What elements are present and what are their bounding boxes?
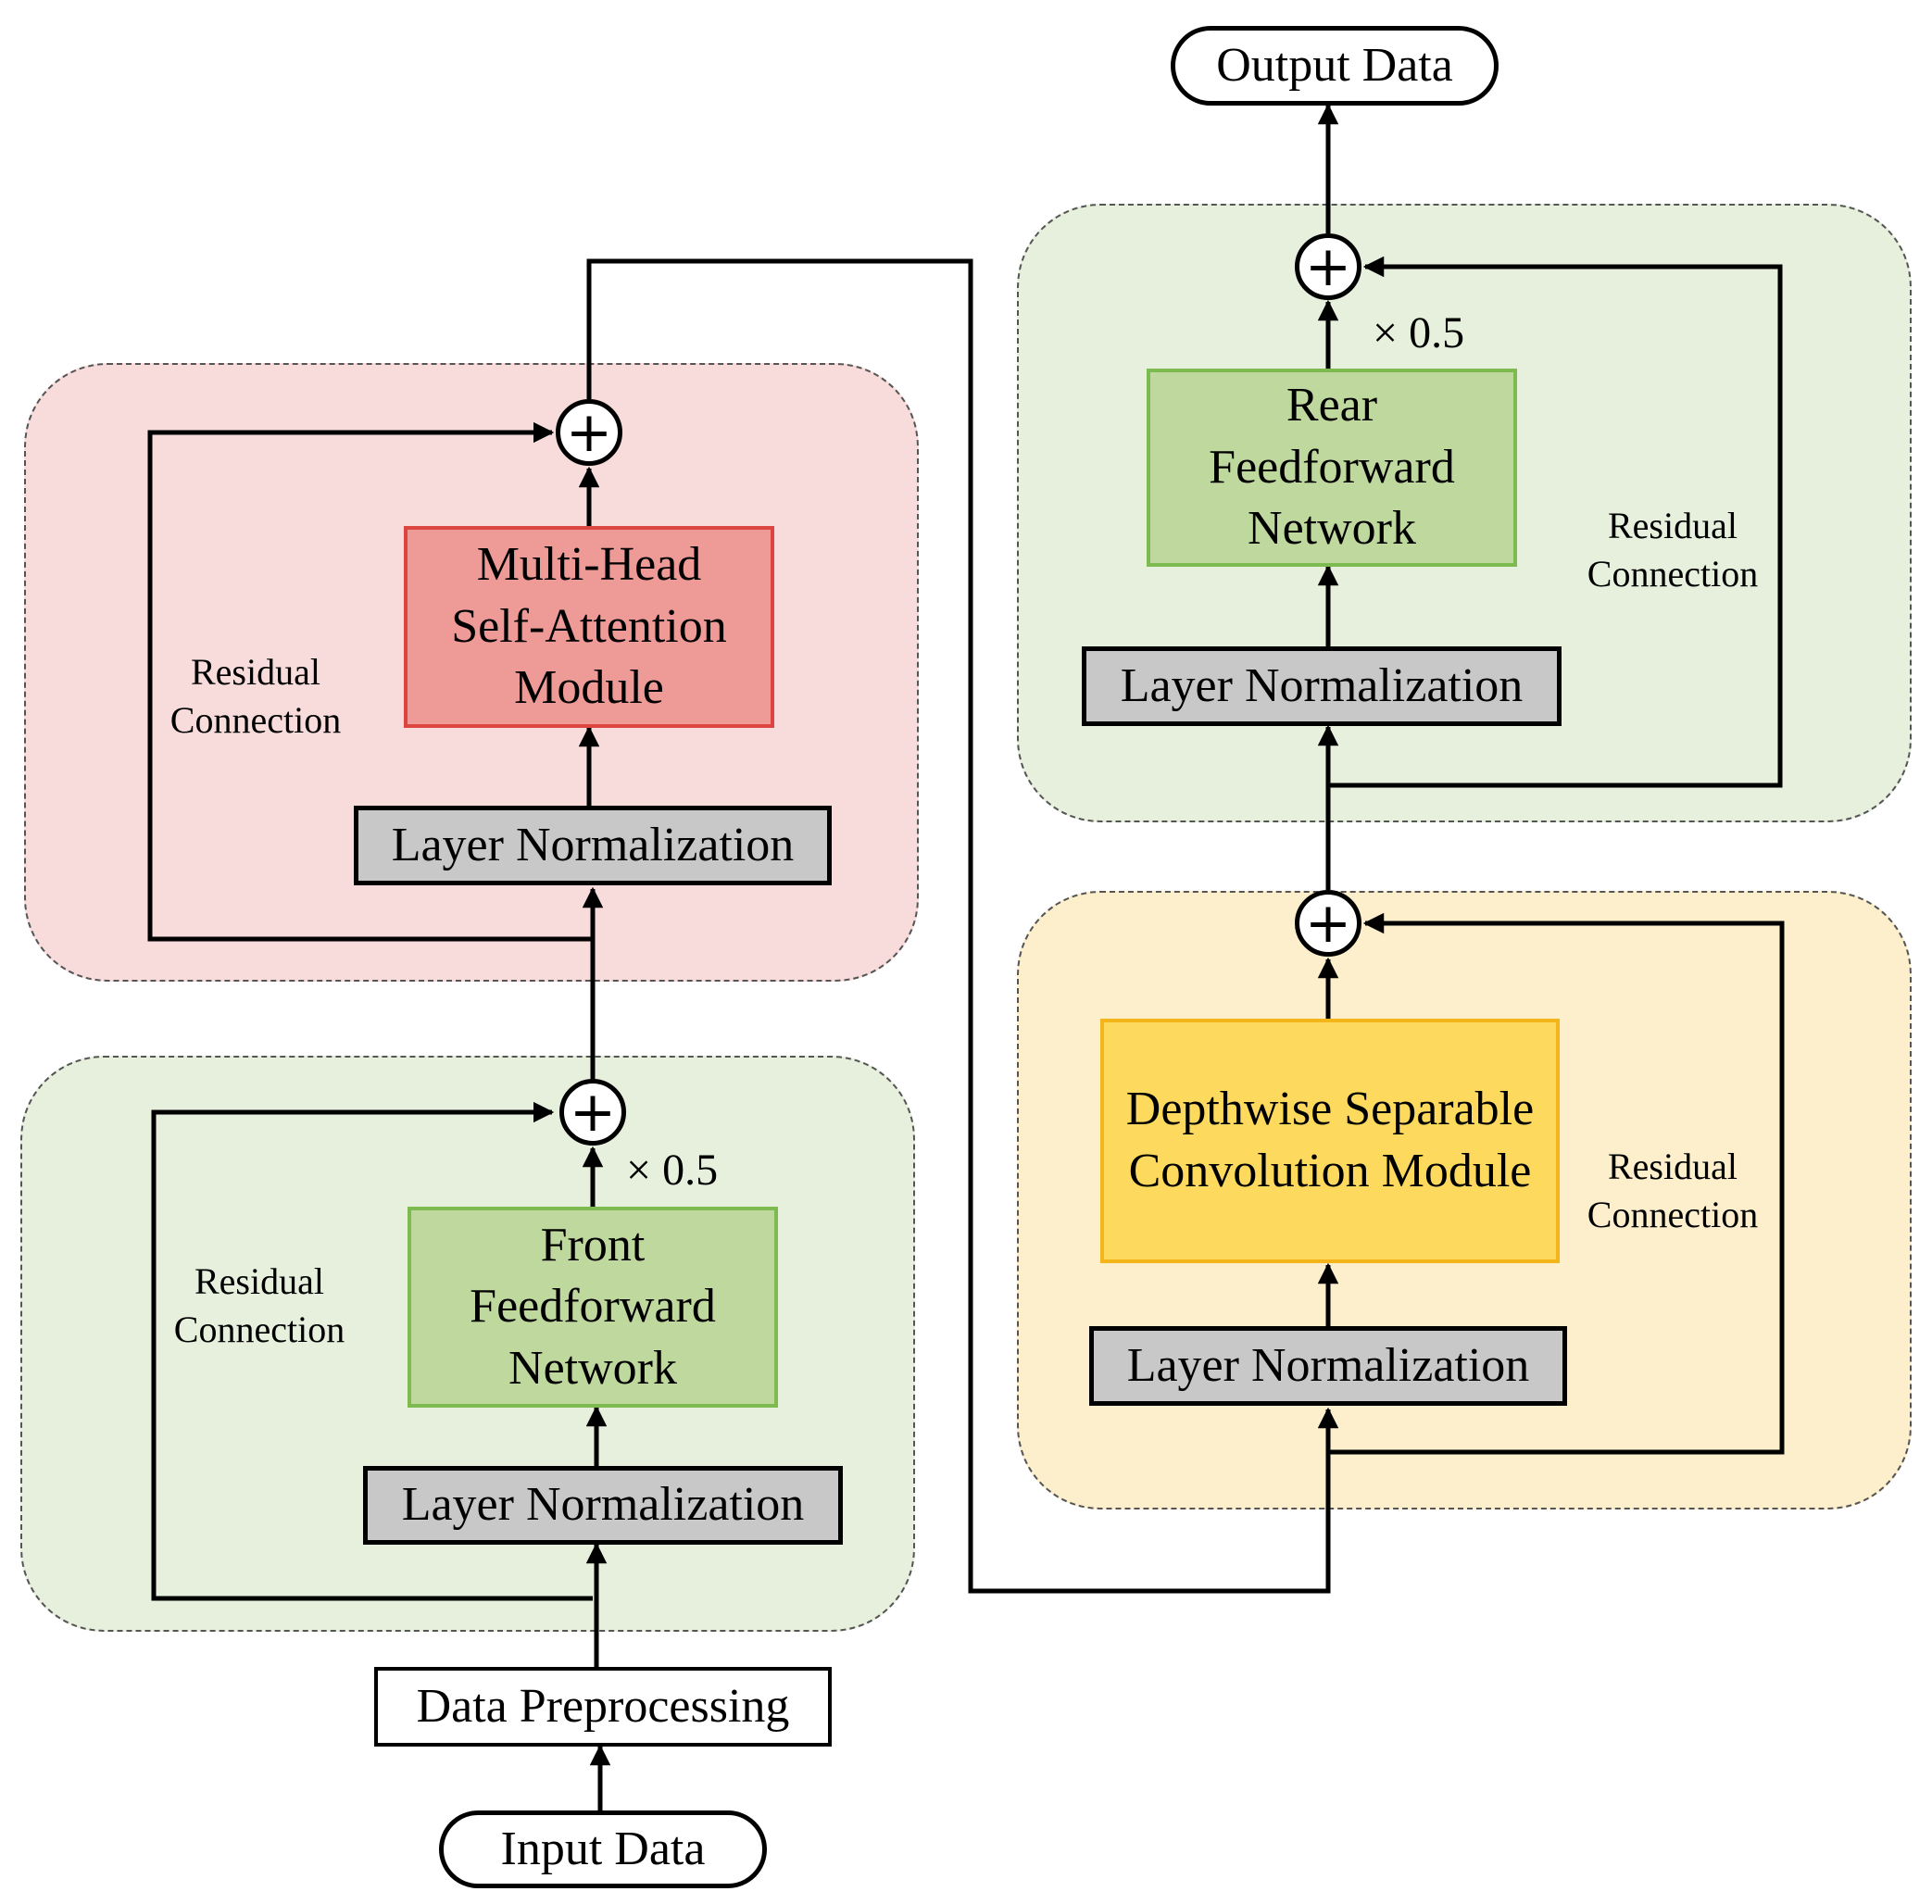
input-data-terminal: Input Data	[439, 1810, 767, 1888]
data-preprocessing-label: Data Preprocessing	[416, 1679, 790, 1733]
depthwise-separable-convolution-module: Depthwise Separable Convolution Module	[1100, 1019, 1560, 1263]
rear-residual-sum-icon: +	[1295, 233, 1361, 300]
rear-residual-path	[1328, 256, 1783, 788]
front-layer-normalization: Layer Normalization	[363, 1466, 843, 1545]
rear-residual-label: Residual Connection	[1587, 505, 1759, 595]
conv-residual-path	[1328, 912, 1785, 1455]
attention-residual-label: Residual Connection	[169, 651, 342, 741]
depthwise-separable-convolution-label: Depthwise Separable Convolution Module	[1125, 1083, 1535, 1197]
multi-head-self-attention-label: Multi-Head Self-Attention Module	[451, 538, 727, 715]
attention-residual-path	[147, 421, 593, 942]
attention-layer-normalization: Layer Normalization	[354, 806, 832, 885]
attention-residual-sum-icon: +	[556, 399, 622, 466]
data-preprocessing-box: Data Preprocessing	[374, 1667, 832, 1747]
multi-head-self-attention-module: Multi-Head Self-Attention Module	[404, 526, 774, 728]
conv-layer-normalization: Layer Normalization	[1089, 1326, 1567, 1406]
front-feedforward-label: Front Feedforward Network	[470, 1218, 716, 1395]
input-data-label: Input Data	[500, 1822, 706, 1875]
arrow-attention-sum-to-conv-norm	[586, 258, 1339, 1594]
front-layer-normalization-label: Layer Normalization	[401, 1478, 805, 1532]
conv-residual-label: Residual Connection	[1587, 1146, 1759, 1235]
output-data-terminal: Output Data	[1171, 26, 1499, 106]
rear-feedforward-label: Rear Feedforward Network	[1209, 379, 1455, 556]
rear-feedforward-network: Rear Feedforward Network	[1147, 369, 1517, 567]
rear-scale-factor: × 0.5	[1373, 308, 1465, 357]
front-residual-path	[151, 1101, 593, 1601]
attention-layer-normalization-label: Layer Normalization	[391, 818, 795, 871]
conv-layer-normalization-label: Layer Normalization	[1126, 1338, 1530, 1392]
output-data-label: Output Data	[1216, 38, 1453, 92]
front-residual-sum-icon: +	[559, 1079, 626, 1146]
rear-layer-normalization: Layer Normalization	[1082, 646, 1562, 726]
rear-layer-normalization-label: Layer Normalization	[1120, 658, 1524, 712]
conv-residual-sum-icon: +	[1295, 890, 1361, 957]
front-residual-label: Residual Connection	[173, 1260, 345, 1350]
front-feedforward-network: Front Feedforward Network	[408, 1207, 778, 1408]
front-scale-factor: × 0.5	[626, 1146, 719, 1195]
